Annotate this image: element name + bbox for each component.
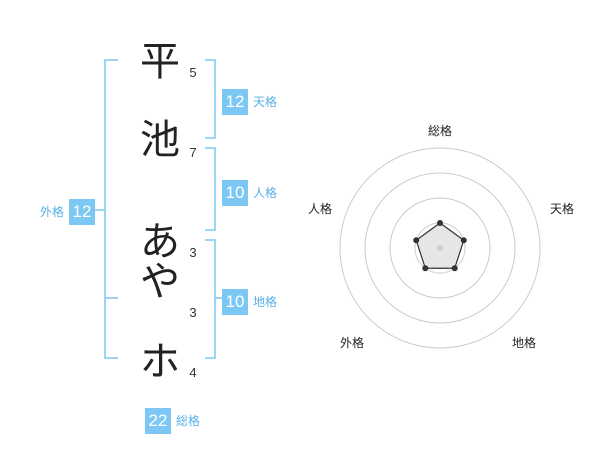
radar-axis-label-gaikaku: 外格 [340, 336, 365, 350]
name-char-5: ホ [140, 339, 180, 385]
chikaku-value: 10 [222, 289, 248, 315]
soukaku-value: 22 [145, 408, 171, 434]
stroke-count-4: 3 [189, 305, 197, 320]
stroke-count-5: 4 [189, 365, 197, 380]
stroke-count-3: 3 [189, 245, 197, 260]
tenkaku-badge: 12 天格 [222, 89, 277, 115]
radar-axis-label-tenkaku: 天格 [550, 202, 575, 216]
radar-point-3 [451, 265, 458, 272]
jinkaku-value: 10 [222, 180, 248, 206]
radar-ring-3 [364, 172, 516, 324]
chikaku-bracket [205, 239, 216, 359]
chikaku-label: 地格 [253, 295, 278, 309]
jinkaku-bracket [205, 147, 216, 231]
gaikaku-value: 12 [69, 199, 96, 225]
radar-point-4 [422, 265, 429, 272]
radar-center-point [437, 245, 443, 251]
tenkaku-label: 天格 [253, 95, 278, 109]
soukaku-label: 総格 [176, 414, 201, 428]
gaikaku-label: 外格 [40, 205, 65, 219]
stroke-count-2: 7 [189, 145, 197, 160]
name-char-4: や [140, 259, 180, 305]
jinkaku-badge: 10 人格 [222, 180, 277, 206]
radar-ring-4 [339, 147, 541, 349]
tenkaku-value: 12 [222, 89, 248, 115]
gaikaku-bracket [104, 59, 118, 359]
radar-axis-label-jinkaku: 人格 [308, 202, 333, 216]
radar-point-5 [413, 237, 420, 244]
gaikaku-badge: 12 外格 [40, 199, 96, 225]
chikaku-badge: 10 地格 [222, 289, 277, 315]
name-char-2: 池 [140, 117, 180, 163]
soukaku-badge: 22 総格 [145, 408, 200, 434]
radar-axis-label-chikaku: 地格 [512, 336, 537, 350]
name-char-1: 平 [140, 39, 180, 85]
radar-point-1 [437, 220, 443, 226]
tenkaku-bracket [205, 59, 216, 139]
radar-ring-2 [389, 197, 491, 299]
name-char-3: あ [140, 219, 180, 265]
radar-axis-label-soukaku: 総格 [428, 124, 453, 138]
jinkaku-label: 人格 [253, 186, 278, 200]
stroke-count-1: 5 [189, 65, 197, 80]
radar-point-2 [460, 237, 467, 244]
